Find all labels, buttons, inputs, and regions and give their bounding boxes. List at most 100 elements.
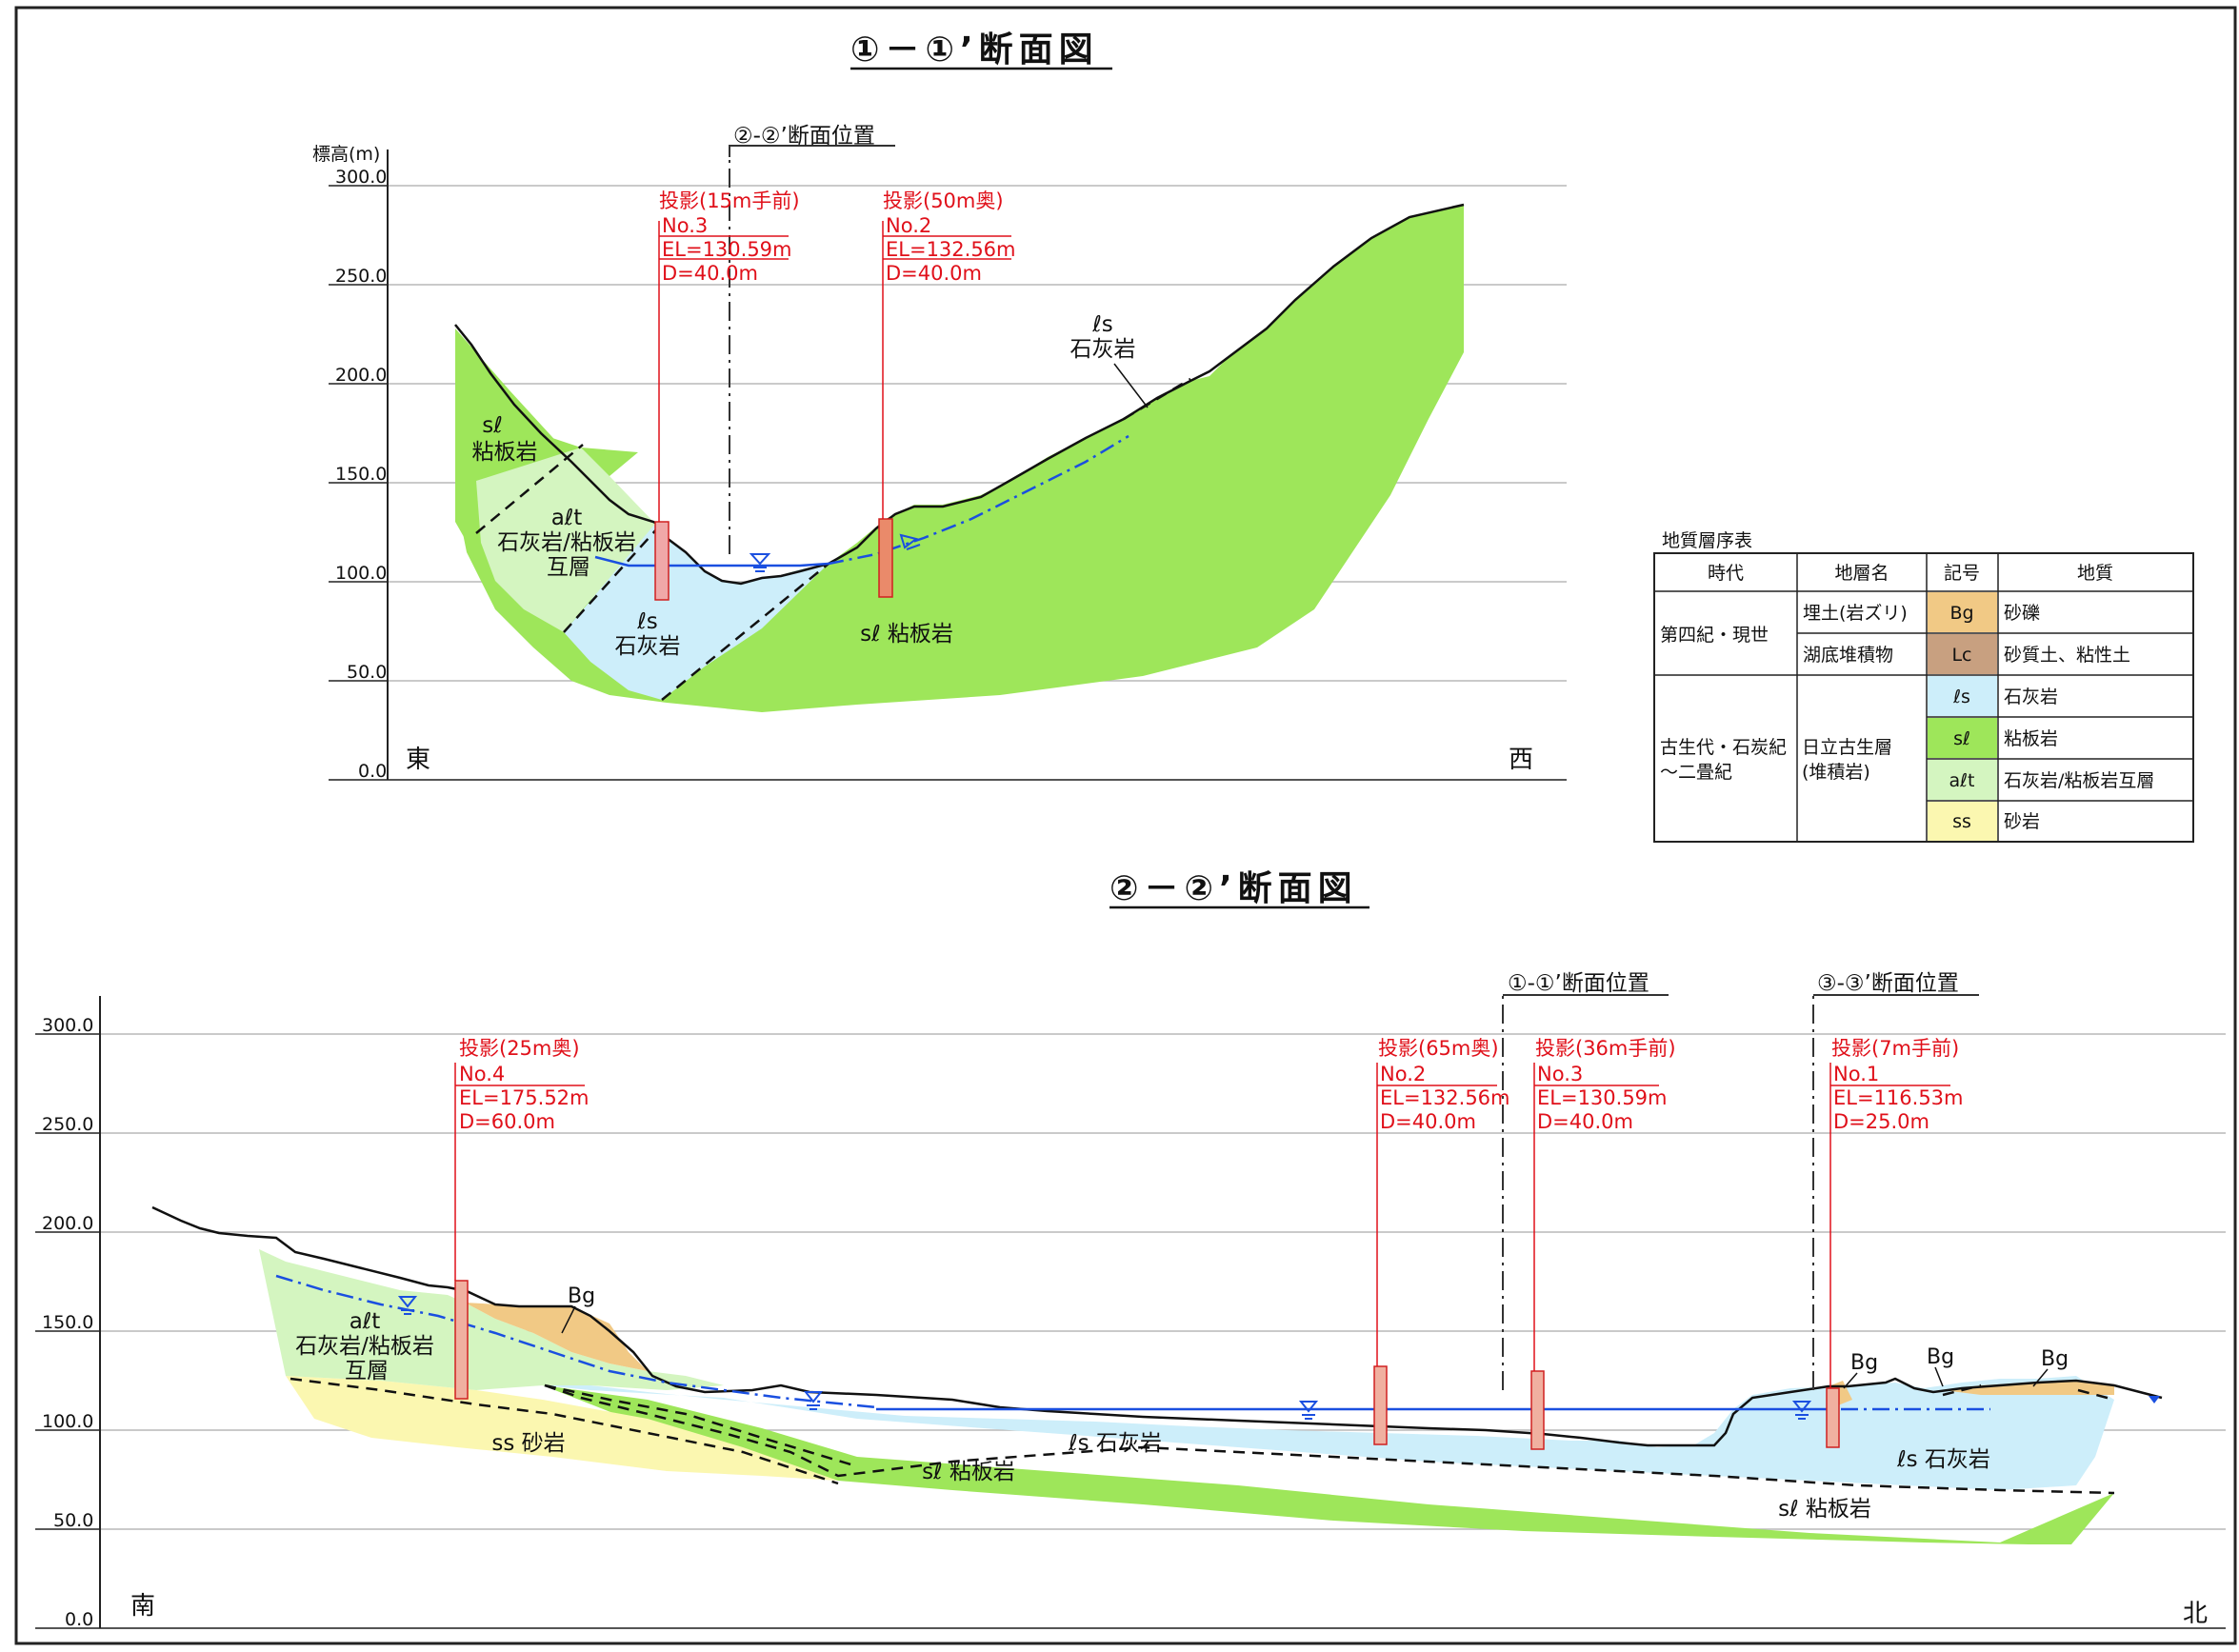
borehole-no3-s2-id: No.3 [1537,1063,1583,1085]
legend-header-geology: 地質 [2077,563,2113,584]
borehole-no3-s2[interactable]: 投影(36m手前) No.3 EL=130.59m D=40.0m [1530,1037,1676,1450]
section-2-boundaries [290,1377,2115,1495]
slate-center-label: sℓ 粘板岩 [860,622,953,647]
section-1-water-table-dashed [828,434,1129,566]
section-2: ②－②’断面図 300.0 250.0 200.0 150.0 100.0 50… [35,869,2226,1630]
sandstone-label: ss 砂岩 [491,1431,565,1456]
borehole-no4[interactable]: 投影(25m奥) No.4 EL=175.52m D=60.0m [454,1037,590,1400]
section-1-marker-label: ②-②’断面位置 [733,124,875,149]
borehole-no3-projection: 投影(15m手前) [659,189,800,212]
section-1: ①－①’断面図 標高(m) 300.0 250.0 200.0 150.0 10… [312,30,1567,782]
gravel-label-left: Bg [568,1284,595,1308]
borehole-no2-s2[interactable]: 投影(65m奥) No.2 EL=132.56m D=40.0m [1373,1037,1510,1445]
borehole-no2[interactable]: 投影(50m奥) No.2 EL=132.56m D=40.0m [878,189,1016,598]
borehole-no3-s2-depth: D=40.0m [1537,1110,1633,1133]
section-1-tick-0: 0.0 [358,761,387,782]
borehole-no3-depth: D=40.0m [662,262,758,285]
water-level-icon [749,553,771,572]
alternation-name: 石灰岩/粘板岩 [497,530,636,555]
section-1-title: ①－①’断面図 [850,30,1099,70]
gravel-leader-left [561,1305,576,1334]
legend-swatch-ls [1928,676,1997,716]
alternation-lower [259,1249,724,1390]
water-level-icon [803,1391,824,1410]
legend-swatch-ss [1928,802,1997,841]
borehole-no3[interactable]: 投影(15m手前) No.3 EL=130.59m D=40.0m [654,189,800,601]
section-2-water-table-dashed [275,1274,877,1409]
section-1-water-table [594,555,830,567]
legend-era-paleozoic-2: ～二畳紀 [1660,762,1732,783]
borehole-no1-elevation: EL=116.53m [1833,1086,1964,1109]
legend-code-bg: Bg [1949,603,1973,624]
section-1-left-direction: 東 [406,746,430,774]
legend-desc-ls: 石灰岩 [2004,687,2058,707]
legend-formation-hitachi-2: (堆積岩) [1802,762,1870,783]
borehole-no2-s2-id: No.2 [1380,1063,1426,1085]
section-1-right-direction: 西 [1509,746,1533,774]
section-2-tick-300: 300.0 [42,1015,93,1036]
legend-formation-lake: 湖底堆積物 [1803,645,1893,666]
section-2-tick-50: 50.0 [53,1510,93,1531]
slate-lower [543,1385,2114,1544]
section-2-tick-150: 150.0 [42,1312,93,1333]
legend-title: 地質層序表 [1662,530,1752,551]
section-1-ground-surface [454,203,1465,586]
slate-code: sℓ [482,413,502,438]
section-2-tick-marks [35,1033,100,1530]
section-2-tick-100: 100.0 [42,1411,93,1432]
stratigraphy-legend: 地質層序表 時代 地層名 記号 地質 第四紀・現世 古生代・石炭紀 ～二畳紀 日… [1653,530,2194,843]
borehole-no2-id: No.2 [886,214,931,237]
slate-label-center: sℓ 粘板岩 [922,1460,1015,1484]
legend-code-ss: ss [1952,811,1971,832]
legend-header-code: 記号 [1944,563,1980,584]
gravel-leader-no1 [1843,1372,1858,1389]
borehole-no1-id: No.1 [1833,1063,1879,1085]
legend-header-era: 時代 [1708,563,1744,584]
section-2-tick-200: 200.0 [42,1213,93,1234]
gravel-leader-right [2032,1368,2049,1387]
alternation-name-2: 互層 [547,555,590,580]
section-2-tick-0: 0.0 [65,1609,93,1630]
slate-name: 粘板岩 [472,440,538,465]
legend-desc-bg: 砂礫 [2004,603,2040,624]
section-1-tick-100: 100.0 [335,563,387,584]
borehole-no3-s2-elevation: EL=130.59m [1537,1086,1668,1109]
alternation-lower-name: 石灰岩/粘板岩 [295,1334,434,1359]
section-2-left-direction: 南 [130,1592,155,1621]
limestone-code: ℓs [636,609,657,634]
borehole-no2-s2-elevation: EL=132.56m [1380,1086,1510,1109]
gravel-label-no1: Bg [1850,1351,1878,1375]
legend-swatch-bg [1928,592,1997,632]
section-2-marker-3-label: ③-③’断面位置 [1817,971,1959,996]
borehole-no2-elevation: EL=132.56m [886,238,1016,261]
gravel-leader-mid [1934,1366,1944,1387]
water-level-icon [2149,1396,2160,1403]
borehole-no4-projection: 投影(25m奥) [459,1037,580,1060]
section-1-boundaries [475,377,1191,701]
legend-code-lc: Lc [1951,645,1971,666]
limestone-label-center: ℓs 石灰岩 [1068,1431,1162,1456]
legend-era-quaternary: 第四紀・現世 [1660,625,1769,646]
borehole-no1[interactable]: 投影(7m手前) No.1 EL=116.53m D=25.0m [1826,1037,1964,1448]
legend-desc-lc: 砂質土、粘性土 [2004,645,2130,666]
borehole-no2-s2-projection: 投影(65m奥) [1378,1037,1499,1060]
sandstone-lower [286,1376,838,1481]
borehole-no2-projection: 投影(50m奥) [883,189,1004,212]
alternation-lower-code: aℓt [350,1309,381,1334]
water-level-icon [899,533,921,550]
limestone-top-name: 石灰岩 [1070,337,1136,362]
slate-label-right: sℓ 粘板岩 [1778,1497,1871,1522]
water-level-icon [397,1296,418,1315]
borehole-no3-elevation: EL=130.59m [662,238,792,261]
legend-header-formation: 地層名 [1834,563,1889,584]
legend-swatch-lc [1928,634,1997,674]
limestone-valley [564,524,829,700]
limestone-name: 石灰岩 [615,634,681,659]
legend-desc-ss: 砂岩 [2004,811,2040,832]
borehole-no3-s2-projection: 投影(36m手前) [1535,1037,1676,1060]
gravel-label-mid: Bg [1927,1345,1954,1369]
borehole-no2-s2-depth: D=40.0m [1380,1110,1476,1133]
legend-desc-sl: 粘板岩 [2004,728,2058,749]
